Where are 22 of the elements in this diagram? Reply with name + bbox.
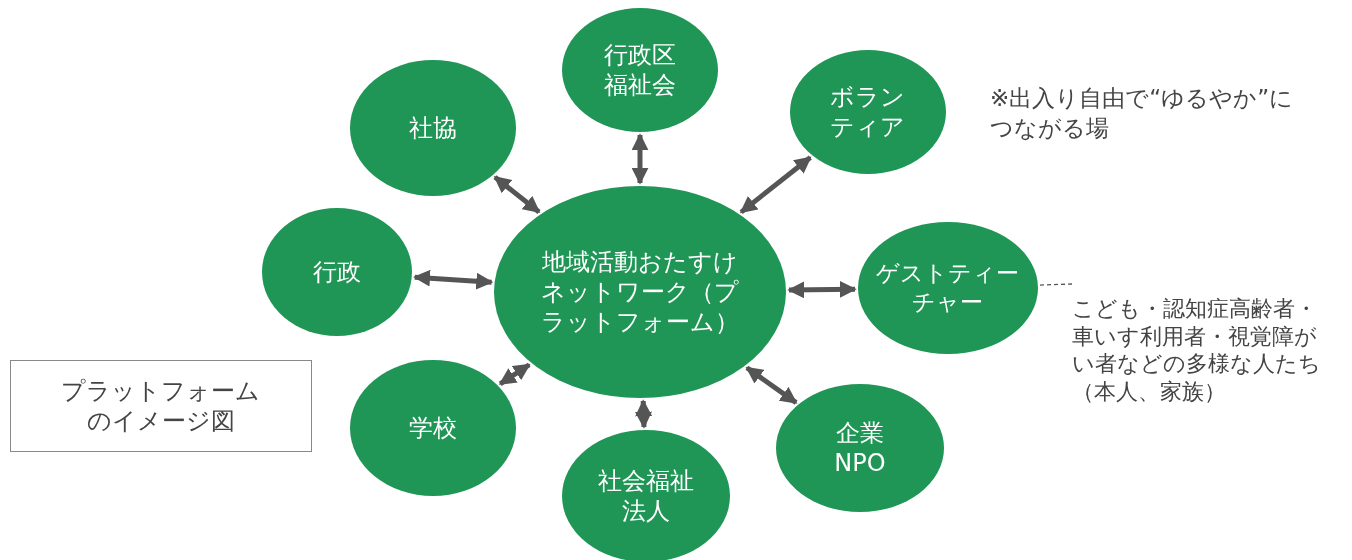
double-arrow (493, 175, 541, 214)
node-label: 社協 (408, 113, 458, 143)
double-arrow (631, 133, 649, 185)
double-arrow (635, 399, 653, 429)
node-label: ゲストティーチャー (875, 259, 1021, 317)
node-label: 地域活動おたすけネットワーク（プラットフォーム） (540, 247, 740, 337)
leader-line (1037, 283, 1073, 286)
node-label: 学校 (408, 413, 458, 443)
node-label: 企業NPO (833, 418, 887, 478)
node-label: 社会福祉法人 (597, 466, 695, 526)
node-label: 行政 (312, 257, 362, 287)
note-text: ※出入り自由で“ゆるやか”につながる場 (990, 84, 1295, 143)
double-arrow (745, 365, 798, 405)
double-arrow (739, 155, 812, 215)
annotation-text: こども・認知症高齢者・車いす利用者・視覚障がい者などの多様な人たち（本人、家族） (1072, 295, 1322, 405)
box-label: プラットフォームのイメージ図 (60, 376, 262, 436)
node-label: ボランティア (829, 82, 907, 142)
double-arrow (413, 269, 494, 290)
node-label: 行政区福祉会 (603, 40, 677, 100)
double-arrow (787, 280, 857, 299)
title-box (10, 360, 312, 452)
double-arrow (498, 362, 531, 386)
